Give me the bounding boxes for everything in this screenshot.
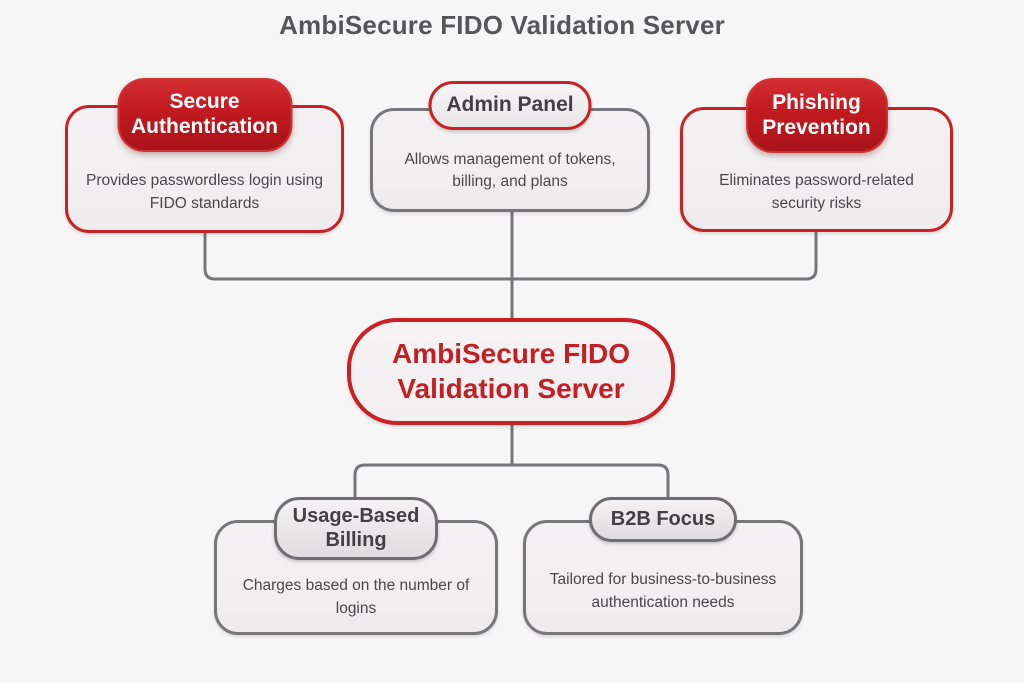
node-header-pill: Phishing Prevention: [745, 78, 888, 153]
node-b2b-focus: Tailored for business-to-business authen…: [523, 497, 803, 635]
node-header-pill: Usage-Based Billing: [274, 497, 438, 560]
node-description: Provides passwordless login using FIDO s…: [86, 172, 323, 212]
node-usage-based-billing: Charges based on the number of logins Us…: [214, 497, 498, 635]
node-description: Eliminates password-related security ris…: [719, 172, 914, 212]
diagram-title: AmbiSecure FIDO Validation Server: [279, 10, 725, 40]
node-body: AmbiSecure FIDO Validation Server: [347, 318, 675, 425]
node-header-pill: Admin Panel: [428, 81, 592, 130]
connector-bottom-branches: [353, 463, 670, 497]
node-description: Tailored for business-to-business authen…: [549, 571, 777, 611]
node-phishing-prevention: Eliminates password-related security ris…: [680, 78, 953, 232]
node-admin-panel: Allows management of tokens, billing, an…: [370, 81, 650, 212]
node-secure-authentication: Provides passwordless login using FIDO s…: [65, 78, 344, 233]
node-central-server: AmbiSecure FIDO Validation Server: [347, 318, 675, 425]
node-header-pill: Secure Authentication: [117, 78, 292, 152]
connector-top-branches: [203, 232, 818, 281]
node-description: Allows management of tokens, billing, an…: [404, 150, 616, 190]
node-header-pill: B2B Focus: [589, 497, 737, 542]
node-description: Charges based on the number of logins: [242, 577, 470, 617]
node-title: AmbiSecure FIDO Validation Server: [391, 338, 631, 404]
